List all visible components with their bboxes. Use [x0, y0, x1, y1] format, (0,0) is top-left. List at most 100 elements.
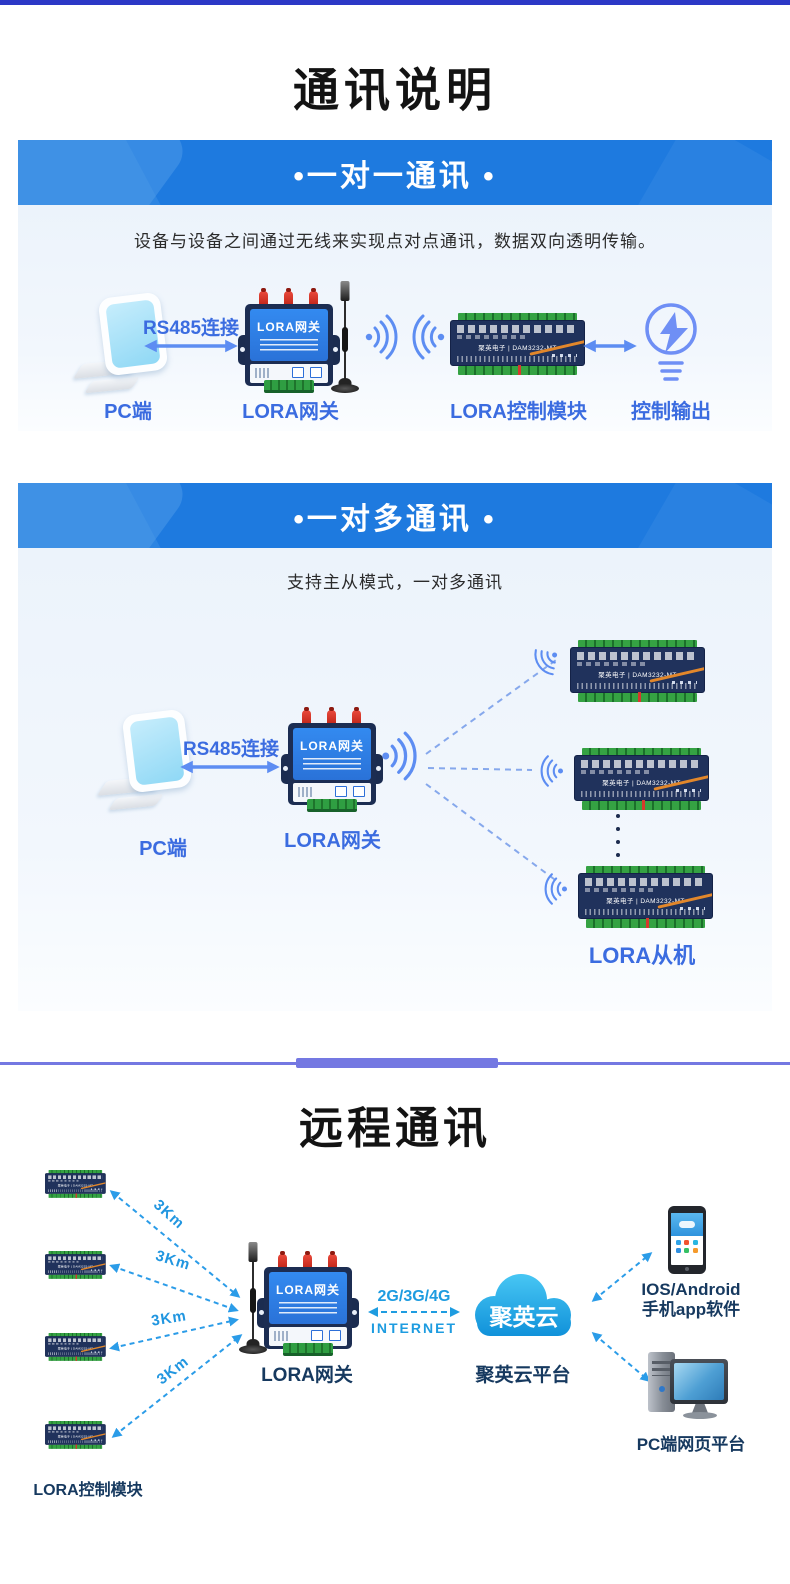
- app-label-line1: IOS/Android: [641, 1280, 741, 1299]
- gateway-panel-text: LORA网关: [257, 320, 321, 334]
- top-accent-bar: [0, 0, 790, 5]
- antenna-connector-icon: [328, 1251, 337, 1269]
- keyboard-icon: [108, 793, 164, 811]
- antenna-connector-icon: [302, 707, 311, 725]
- cloud-text: 聚英云: [489, 1304, 559, 1330]
- module-brand-text: 聚英电子 | DAM3232-MT: [57, 1435, 94, 1439]
- terminal-block: [578, 640, 697, 649]
- antenna-connector-icon: [284, 288, 293, 306]
- one-to-one-description: 设备与设备之间通过无线来实现点对点通讯，数据双向透明传输。: [134, 232, 656, 251]
- remote-dashed-arrows: [109, 1190, 653, 1438]
- mounting-flange: [350, 1298, 359, 1328]
- internet-label: INTERNET: [371, 1320, 457, 1336]
- antenna-connector-icon: [303, 1251, 312, 1269]
- mounting-flange: [238, 335, 247, 365]
- module-brand-text: 聚英电子 | DAM3232-MT: [602, 780, 681, 787]
- cloud-platform-label: 聚英云平台: [475, 1365, 571, 1386]
- one-to-many-title: •一对多通讯 •: [293, 502, 497, 536]
- wifi-waves-icon: [382, 731, 417, 781]
- module-brand-text: 聚英电子 | DAM3232-MT: [478, 345, 557, 352]
- rs485-arrow: [144, 339, 238, 353]
- module-brand-text: 聚英电子 | DAM3232-MT: [606, 898, 685, 905]
- output-label: 控制输出: [631, 401, 711, 423]
- antenna-connector-icon: [278, 1251, 287, 1269]
- rs485-arrow: [180, 760, 280, 774]
- pc-label: PC端: [139, 838, 187, 860]
- mounting-flange: [281, 754, 290, 784]
- lora-slave-module-device: 聚英电子 | DAM3232-MT: [578, 866, 713, 928]
- whip-antenna-icon: [330, 281, 360, 393]
- antenna-connector-icon: [352, 707, 361, 725]
- pc-label: PC端: [104, 401, 152, 423]
- lora-slave-module-device: 聚英电子 | DAM3232-MT: [570, 640, 705, 702]
- one-to-one-title: •一对一通讯 •: [293, 159, 497, 193]
- lora-control-module-device: 聚英电子 | DAM3232-MT: [45, 1251, 107, 1280]
- mounting-flange: [331, 335, 340, 365]
- header-decoration: [620, 140, 772, 205]
- lora-control-module-device: 聚英电子 | DAM3232-MT: [45, 1170, 107, 1199]
- internet-arrow: [368, 1307, 460, 1317]
- link-type-label: 2G/3G/4G: [377, 1288, 451, 1305]
- lora-control-module-device: 聚英电子 | DAM3232-MT: [450, 313, 585, 375]
- bulb-icon: [645, 303, 697, 381]
- gateway-label: LORA网关: [242, 401, 339, 423]
- smartphone-icon: [668, 1206, 706, 1274]
- one-to-many-header: •一对多通讯 •: [18, 483, 772, 548]
- module-brand-text: 聚英电子 | DAM3232-MT: [598, 672, 677, 679]
- module-brand-text: 聚英电子 | DAM3232-MT: [57, 1265, 94, 1269]
- slave-label: LORA从机: [588, 943, 696, 968]
- one-to-one-header: •一对一通讯 •: [18, 140, 772, 205]
- pc-monitor-icon: [670, 1359, 728, 1404]
- rs485-label: RS485连接: [182, 739, 280, 760]
- page-title: 通讯说明: [293, 64, 497, 116]
- app-label-line2: 手机app软件: [641, 1300, 741, 1319]
- terminal-block: [283, 1343, 333, 1356]
- terminal-block: [307, 799, 357, 812]
- control-module-label: LORA控制模块: [450, 401, 587, 423]
- remote-title: 远程通讯: [299, 1104, 491, 1153]
- lora-gateway-device: LORA网关: [281, 707, 383, 812]
- wifi-waves-icon: [534, 649, 558, 676]
- mounting-flange: [374, 754, 383, 784]
- one-to-many-description: 支持主从模式，一对多通讯: [287, 573, 503, 592]
- wifi-waves-icon: [540, 755, 564, 787]
- antenna-connector-icon: [259, 288, 268, 306]
- cloud-icon: 聚英云: [475, 1274, 571, 1336]
- module-brand-text: 聚英电子 | DAM3232-MT: [57, 1347, 94, 1351]
- terminal-block: [582, 748, 701, 757]
- lora-slave-module-device: 聚英电子 | DAM3232-MT: [574, 748, 709, 810]
- lora-gateway-device: LORA网关: [257, 1251, 359, 1356]
- wifi-waves-icon: [365, 314, 398, 360]
- control-modules-label: LORA控制模块: [33, 1482, 143, 1499]
- gateway-panel-text: LORA网关: [276, 1283, 340, 1297]
- lora-control-module-device: 聚英电子 | DAM3232-MT: [45, 1333, 107, 1362]
- gateway-label: LORA网关: [284, 830, 381, 852]
- desktop-pc-icon: [646, 1352, 730, 1422]
- lora-control-module-device: 聚英电子 | DAM3232-MT: [45, 1421, 107, 1450]
- header-decoration: [620, 483, 772, 548]
- rs485-label: RS485连接: [142, 318, 240, 339]
- whip-antenna-icon: [238, 1242, 268, 1354]
- terminal-block: [586, 866, 705, 875]
- lora-gateway-device: LORA网关: [238, 288, 340, 393]
- terminal-block: [264, 380, 314, 393]
- app-label: IOS/Android 手机app软件: [626, 1280, 756, 1320]
- one-to-one-diagram: 设备与设备之间通过无线来实现点对点通讯，数据双向透明传输。 RS485连接 LO…: [18, 205, 772, 431]
- remote-gateway-label: LORA网关: [261, 1365, 353, 1386]
- module-brand-text: 聚英电子 | DAM3232-MT: [57, 1184, 94, 1188]
- gateway-panel-text: LORA网关: [300, 739, 364, 753]
- web-platform-label: PC端网页平台: [636, 1435, 746, 1454]
- terminal-block: [458, 313, 577, 322]
- section-divider-accent: [296, 1058, 498, 1068]
- one-to-many-diagram: 支持主从模式，一对多通讯 RS485连接: [18, 548, 772, 1011]
- wireless-dashed-links: [425, 659, 559, 883]
- keyboard-icon: [84, 376, 140, 394]
- wifi-waves-icon: [544, 873, 568, 905]
- antenna-connector-icon: [309, 288, 318, 306]
- output-arrow: [583, 339, 637, 353]
- ellipsis-dots: [616, 814, 620, 857]
- wifi-waves-icon: [412, 314, 445, 360]
- section-one-to-one: •一对一通讯 • 设备与设备之间通过无线来实现点对点通讯，数据双向透明传输。 R…: [18, 140, 772, 431]
- section-one-to-many: •一对多通讯 • 支持主从模式，一对多通讯 RS485连接: [18, 483, 772, 1011]
